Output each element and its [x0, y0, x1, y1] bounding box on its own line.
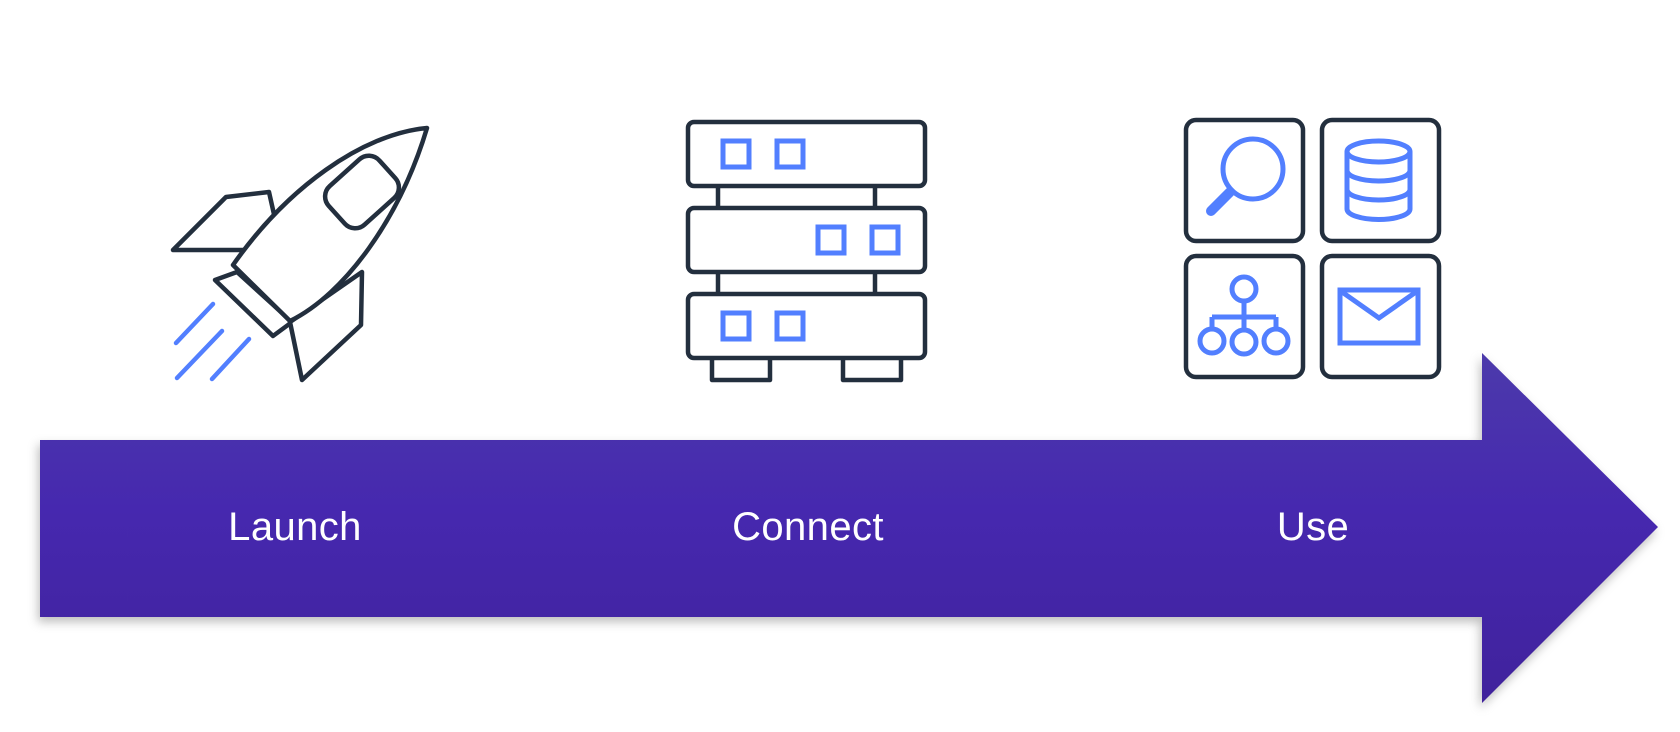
flow-arrow-body	[40, 353, 1658, 703]
step-label-connect: Connect	[732, 505, 884, 549]
app-grid-icon	[1183, 117, 1442, 380]
envelope-icon	[1337, 287, 1421, 346]
rocket-icon	[170, 125, 430, 383]
rocket-body	[230, 125, 430, 324]
server-indicator-squares	[720, 138, 901, 342]
rocket-bottom-fin	[287, 269, 365, 383]
magnifier-icon	[1206, 136, 1286, 216]
step-label-launch: Launch	[228, 505, 362, 549]
server-bar-middle	[685, 205, 928, 275]
server-stack-icon	[685, 119, 928, 383]
rocket-speed-lines	[173, 301, 252, 382]
org-chart-icon	[1197, 274, 1291, 357]
database-icon	[1344, 138, 1413, 222]
server-bar-bottom	[685, 291, 928, 361]
flow-arrow	[40, 353, 1658, 703]
server-bar-top	[685, 119, 928, 189]
step-label-use: Use	[1276, 505, 1350, 549]
rocket-window	[322, 153, 402, 231]
